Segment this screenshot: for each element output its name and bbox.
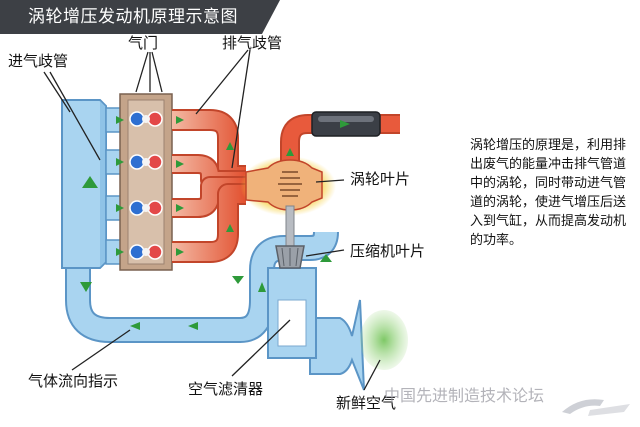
flow-arrow bbox=[130, 322, 140, 330]
watermark-logo-icon bbox=[562, 399, 630, 416]
callout-lines bbox=[43, 49, 381, 391]
intake-runners bbox=[105, 107, 123, 265]
flow-arrow bbox=[116, 248, 124, 256]
label-intake-manifold: 进气歧管 bbox=[8, 52, 69, 70]
exhaust-outlet-pipe bbox=[280, 114, 400, 170]
compressor-wheel bbox=[275, 245, 305, 269]
label-exhaust-manifold: 排气歧管 bbox=[222, 34, 283, 52]
fresh-air-cloud bbox=[360, 310, 408, 370]
flow-arrows bbox=[80, 116, 350, 330]
flow-arrow bbox=[116, 116, 124, 124]
title-banner bbox=[0, 0, 280, 34]
flow-arrow bbox=[286, 148, 294, 156]
cylinder-head bbox=[119, 93, 173, 271]
intake-manifold-block bbox=[61, 99, 107, 269]
flow-arrow bbox=[232, 276, 244, 284]
flow-arrow bbox=[80, 282, 92, 292]
flow-arrow bbox=[116, 158, 124, 166]
air-filter-box bbox=[267, 267, 317, 359]
turbo-shaft bbox=[285, 205, 295, 247]
flow-arrow bbox=[176, 160, 184, 168]
air-filter-duct bbox=[309, 299, 365, 391]
principle-description: 涡轮增压的原理是，利用排出废气的能量冲击排气管道中的涡轮，同时带动进气管道的涡轮… bbox=[470, 138, 627, 248]
flow-arrow bbox=[176, 248, 184, 256]
label-air-filter: 空气滤清器 bbox=[188, 380, 264, 398]
flow-arrow bbox=[176, 204, 184, 212]
flow-arrow bbox=[226, 142, 234, 150]
flow-arrow bbox=[116, 204, 124, 212]
valve-set bbox=[129, 111, 163, 260]
flow-arrow bbox=[258, 282, 266, 292]
turbine-housing bbox=[245, 159, 323, 211]
flow-arrow bbox=[82, 176, 98, 188]
exhaust-manifold bbox=[172, 109, 246, 263]
label-turbine-blade: 涡轮叶片 bbox=[350, 170, 411, 188]
label-fresh-air: 新鲜空气 bbox=[336, 394, 397, 412]
label-compressor-blade: 压缩机叶片 bbox=[350, 242, 426, 260]
flow-arrow bbox=[340, 120, 350, 128]
label-valve: 气门 bbox=[128, 34, 159, 52]
intake-pipe bbox=[65, 231, 339, 343]
label-flow-indicator: 气体流向指示 bbox=[28, 372, 119, 390]
flow-arrow bbox=[320, 254, 332, 262]
watermark-text: 中国先进制造技术论坛 bbox=[384, 386, 545, 405]
diagram-title: 涡轮增压发动机原理示意图 bbox=[28, 7, 238, 27]
flow-arrow bbox=[188, 322, 198, 330]
flow-arrow bbox=[176, 116, 184, 124]
flow-arrow bbox=[226, 224, 234, 232]
